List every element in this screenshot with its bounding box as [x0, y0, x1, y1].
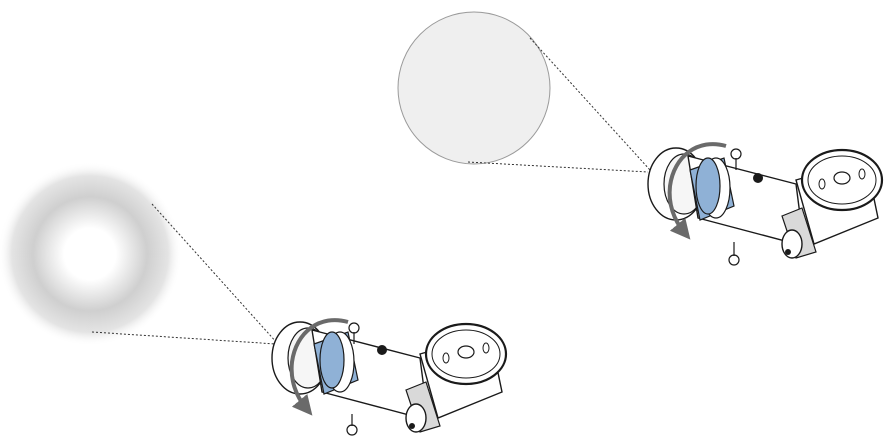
locking-screw	[753, 173, 763, 183]
lamp-fixture-left	[271, 318, 508, 436]
projection-line-top	[529, 37, 651, 171]
bottom-knob	[346, 424, 358, 436]
sharp-spot	[397, 11, 551, 165]
projection-line-bottom	[467, 161, 649, 173]
mount-yoke	[405, 381, 441, 433]
focused-panel	[397, 11, 884, 266]
rotate-arrow	[667, 142, 727, 240]
top-knob	[348, 322, 360, 334]
top-knob	[730, 148, 742, 160]
lamp-fixture-right	[647, 142, 884, 266]
bottom-knob	[728, 254, 740, 266]
projection-line-top	[151, 203, 279, 345]
mount-yoke	[781, 207, 817, 259]
blurred-spot	[0, 162, 182, 346]
back-head	[795, 148, 884, 245]
back-head	[419, 322, 508, 419]
rotate-arrow	[289, 318, 349, 416]
blurred-panel	[0, 162, 508, 436]
locking-screw	[377, 345, 387, 355]
projection-line-bottom	[91, 331, 277, 345]
